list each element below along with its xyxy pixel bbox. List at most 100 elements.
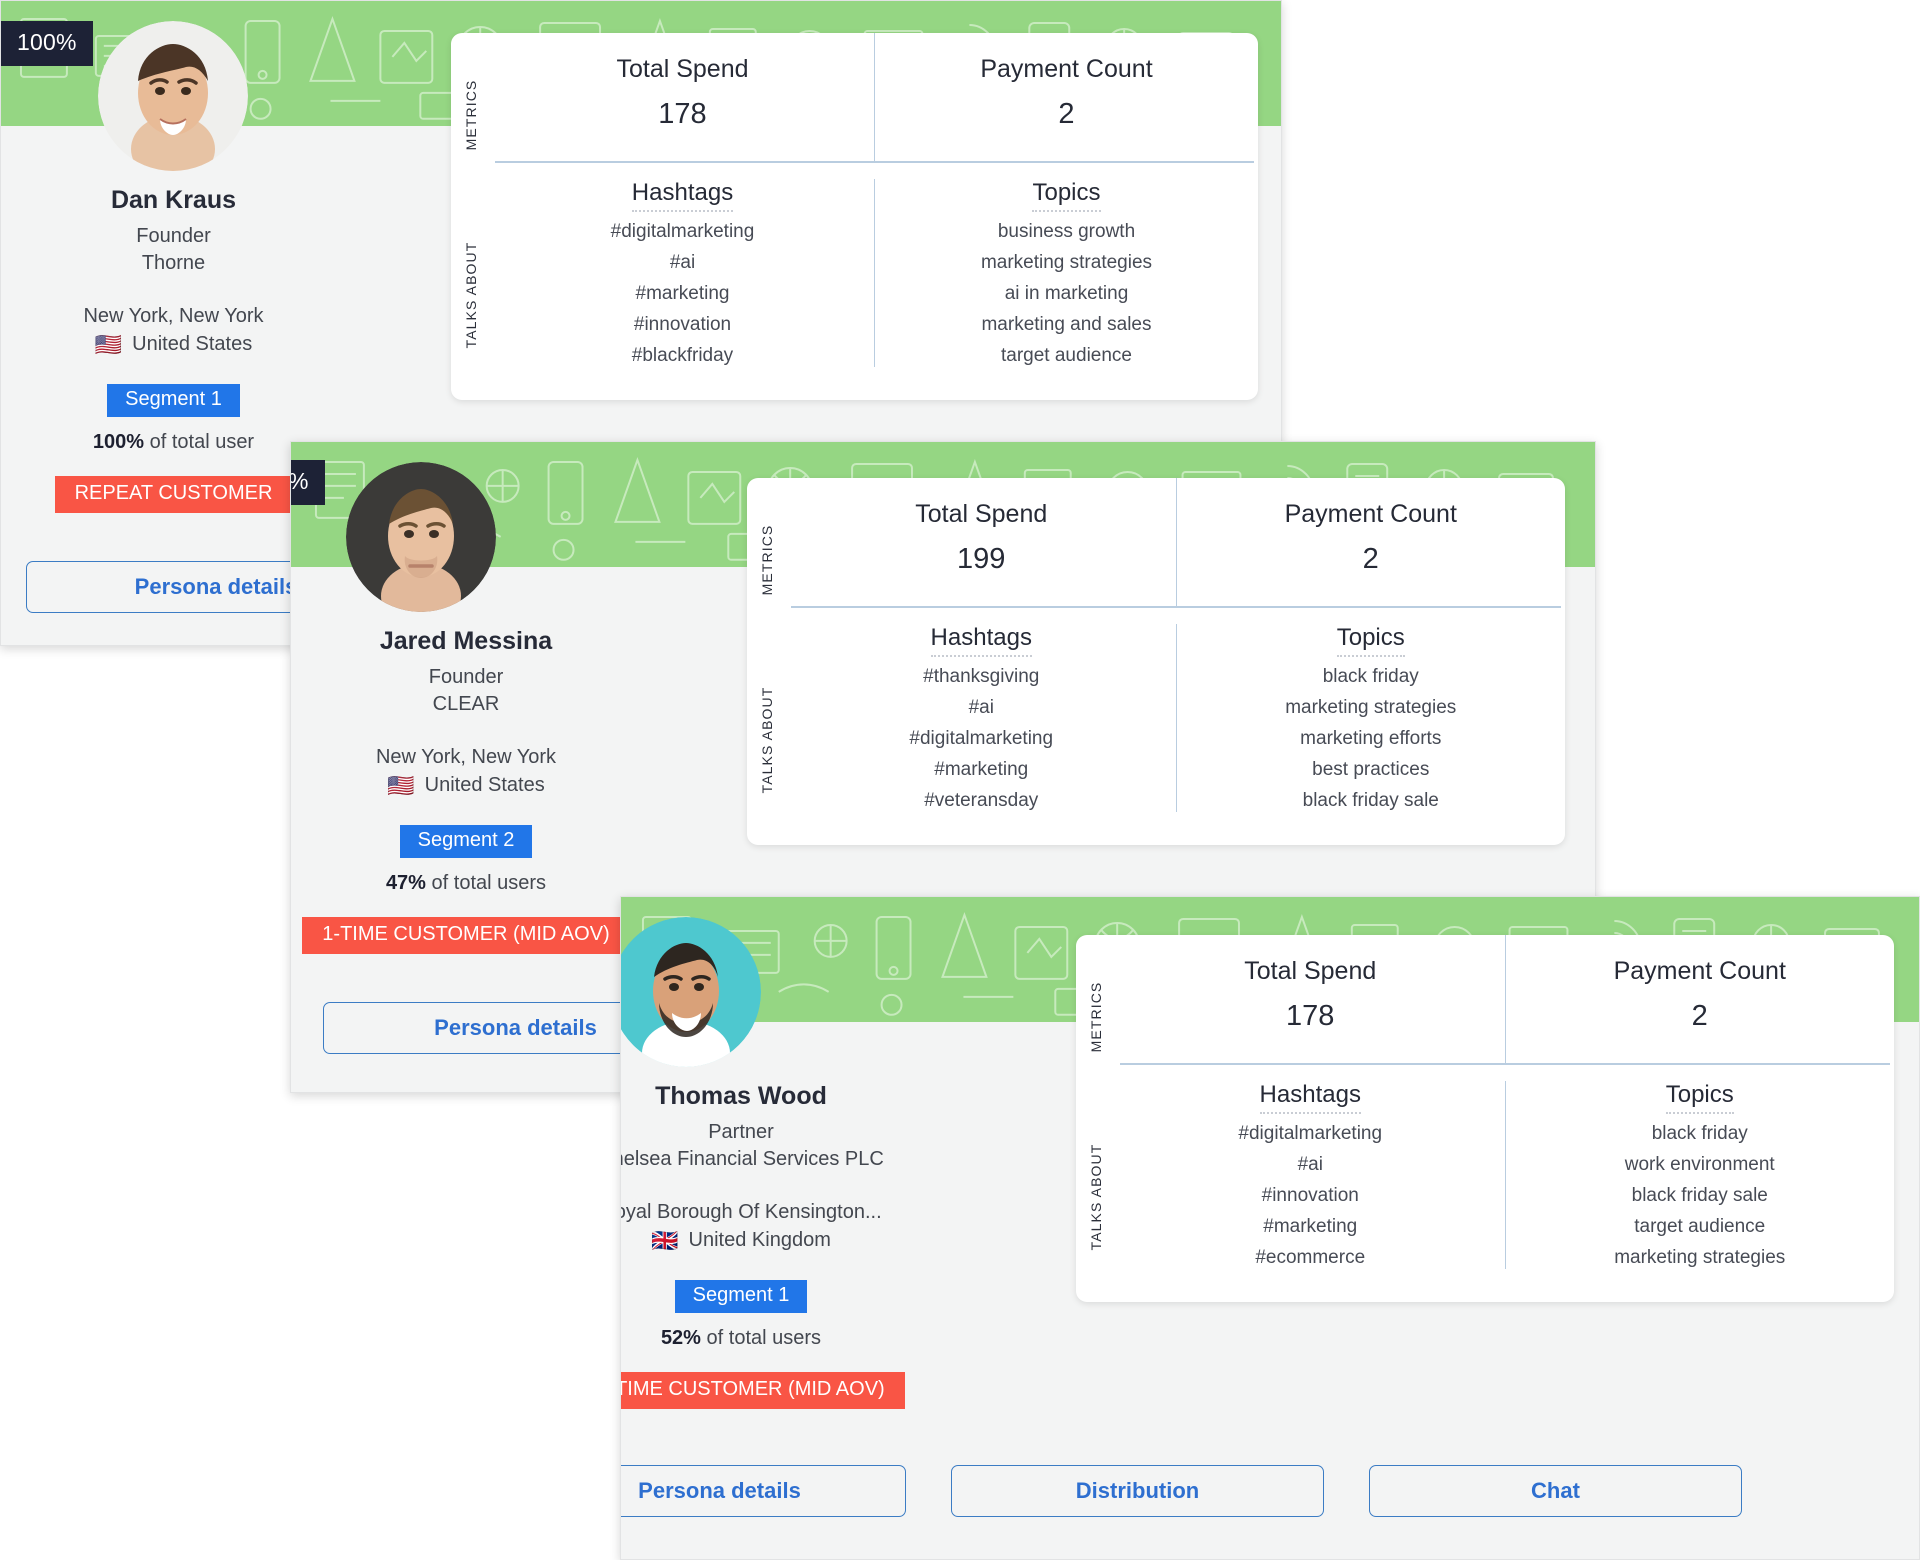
metric-value: 178	[1286, 1000, 1335, 1032]
metrics-rail-label: METRICS	[1088, 981, 1104, 1053]
panel-body: Total Spend 199 Payment Count 2 Hashtags…	[787, 478, 1565, 845]
country-flag-icon: 🇺🇸	[387, 772, 415, 798]
persona-company: Thorne	[141, 252, 206, 274]
persona-name: Thomas Wood	[655, 1082, 827, 1110]
avatar-image	[346, 462, 496, 612]
customer-type-badge: 1-TIME CUSTOMER (MID AOV)	[621, 1372, 905, 1409]
hashtags-column: Hashtags #digitalmarketing #ai #marketin…	[491, 179, 874, 367]
metrics-row: Total Spend 199 Payment Count 2	[787, 478, 1565, 606]
talks-about-row: Hashtags #thanksgiving #ai #digitalmarke…	[787, 608, 1565, 838]
hashtags-heading: Hashtags	[1259, 1081, 1361, 1114]
percent-chip: 100%	[1, 21, 93, 66]
persona-country: United States	[132, 333, 253, 355]
metric-label: Total Spend	[616, 55, 749, 83]
persona-card-3[interactable]: 52% Thomas Wood Partner Chelsea Financia…	[620, 896, 1920, 1560]
topic-item: ai in marketing	[1004, 282, 1129, 304]
hashtag-item: #innovation	[633, 313, 732, 335]
avatar-image	[98, 21, 248, 171]
topic-item: target audience	[1001, 344, 1132, 366]
panel-body: Total Spend 178 Payment Count 2 Hashtags…	[1116, 935, 1894, 1302]
metric-payment-count: Payment Count 2	[1175, 478, 1566, 606]
talks-about-rail-label: TALKS ABOUT	[759, 686, 775, 794]
hashtag-item: #digitalmarketing	[610, 220, 755, 242]
avatar	[98, 21, 248, 171]
share-suffix: of total user	[149, 431, 255, 453]
distribution-button[interactable]: Distribution	[951, 1465, 1324, 1517]
persona-country-row: 🇬🇧 United Kingdom	[621, 1227, 916, 1253]
persona-country-row: 🇺🇸 United States	[291, 774, 641, 797]
metric-total-spend: Total Spend 178	[491, 33, 874, 161]
hashtag-item: #ai	[968, 696, 994, 718]
talks-about-rail-label: TALKS ABOUT	[1088, 1143, 1104, 1251]
profile-column: Dan Kraus Founder Thorne New York, New Y…	[1, 126, 346, 513]
metrics-panel: METRICS TALKS ABOUT Total Spend 178 Paym…	[1076, 935, 1894, 1302]
segment-badge[interactable]: Segment 1	[107, 384, 240, 417]
rail-labels: METRICS TALKS ABOUT	[451, 33, 491, 400]
country-flag-icon: 🇺🇸	[94, 331, 123, 357]
hashtag-item: #ecommerce	[1255, 1246, 1366, 1268]
hashtag-item: #ai	[1297, 1153, 1323, 1175]
metrics-panel: METRICS TALKS ABOUT Total Spend 199 Paym…	[747, 478, 1565, 845]
topics-heading: Topics	[1032, 179, 1101, 212]
country-flag-icon: 🇬🇧	[651, 1227, 679, 1253]
hashtag-item: #thanksgiving	[923, 665, 1040, 687]
topic-item: marketing strategies	[1614, 1246, 1786, 1268]
talks-about-rail-label: TALKS ABOUT	[463, 241, 479, 349]
avatar-image	[621, 917, 761, 1067]
metric-label: Payment Count	[980, 55, 1153, 83]
topic-item: marketing and sales	[981, 313, 1152, 335]
topics-heading: Topics	[1665, 1081, 1734, 1114]
segment-badge[interactable]: Segment 2	[399, 825, 533, 858]
share-value: 100%	[92, 431, 145, 453]
topics-column: Topics black friday work environment bla…	[1504, 1080, 1895, 1269]
hashtag-item: #marketing	[635, 282, 730, 304]
chat-button[interactable]: Chat	[1369, 1465, 1742, 1517]
hashtag-item: #innovation	[1261, 1184, 1359, 1206]
topic-item: business growth	[997, 220, 1136, 242]
metric-label: Payment Count	[1284, 500, 1457, 528]
share-suffix: of total users	[706, 1327, 822, 1349]
metrics-rail-label: METRICS	[463, 79, 479, 151]
metric-payment-count: Payment Count 2	[1504, 935, 1895, 1063]
card-actions: Persona details Distribution Chat	[621, 1465, 1742, 1517]
persona-role: Partner	[708, 1121, 774, 1143]
topic-item: black friday	[1322, 665, 1419, 687]
metric-value: 2	[1691, 1000, 1708, 1032]
persona-city: New York, New York	[83, 305, 264, 327]
metrics-panel: METRICS TALKS ABOUT Total Spend 178 Paym…	[451, 33, 1258, 400]
share-suffix: of total users	[431, 872, 547, 894]
metric-total-spend: Total Spend 199	[787, 478, 1176, 606]
share-of-users: 52% of total users	[621, 1327, 916, 1350]
hashtag-item: #digitalmarketing	[1238, 1122, 1383, 1144]
customer-type-badge: REPEAT CUSTOMER	[54, 476, 293, 513]
topics-column: Topics black friday marketing strategies…	[1175, 623, 1566, 812]
customer-type-badge: 1-TIME CUSTOMER (MID AOV)	[302, 917, 630, 954]
topics-column: Topics business growth marketing strateg…	[874, 178, 1258, 367]
hashtag-item: #ai	[669, 251, 696, 273]
persona-role: Founder	[428, 666, 504, 688]
profile-column: Thomas Wood Partner Chelsea Financial Se…	[621, 1022, 916, 1409]
metrics-row: Total Spend 178 Payment Count 2	[491, 33, 1258, 161]
topic-item: black friday sale	[1631, 1184, 1768, 1206]
topic-item: black friday	[1651, 1122, 1748, 1144]
avatar	[621, 917, 761, 1067]
topic-item: marketing strategies	[980, 251, 1153, 273]
metric-value: 199	[957, 543, 1006, 575]
persona-role: Founder	[136, 225, 211, 247]
metric-value: 2	[1058, 98, 1075, 130]
metric-label: Total Spend	[915, 500, 1048, 528]
hashtag-item: #veteransday	[924, 789, 1039, 811]
topic-item: best practices	[1312, 758, 1430, 780]
persona-details-button[interactable]: Persona details	[621, 1465, 906, 1517]
persona-name: Dan Kraus	[110, 186, 237, 214]
percent-chip: 47%	[291, 460, 325, 505]
persona-country-row: 🇺🇸 United States	[1, 333, 346, 356]
hashtag-item: #blackfriday	[631, 344, 734, 366]
metric-value: 2	[1362, 543, 1379, 575]
persona-country: United States	[424, 774, 545, 796]
talks-about-row: Hashtags #digitalmarketing #ai #marketin…	[491, 163, 1258, 393]
hashtags-column: Hashtags #thanksgiving #ai #digitalmarke…	[787, 624, 1176, 812]
segment-badge[interactable]: Segment 1	[674, 1280, 808, 1313]
share-value: 47%	[385, 872, 426, 894]
